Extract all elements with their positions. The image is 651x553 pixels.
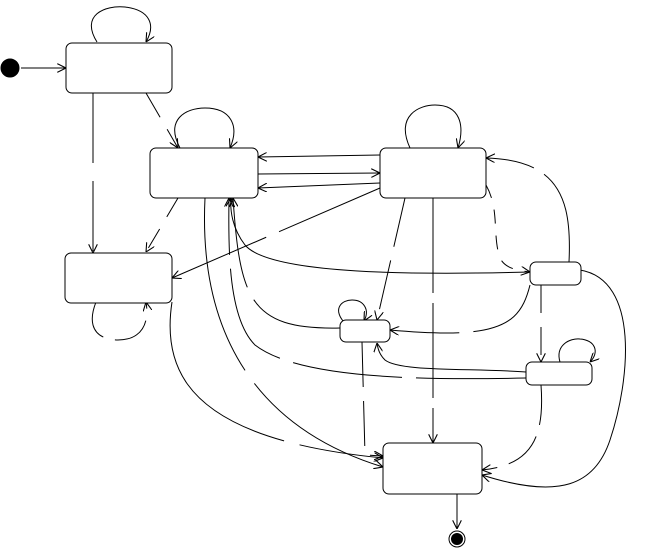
transition-s5-to-s2	[231, 198, 531, 274]
transition-s6-to-s2	[233, 198, 341, 329]
transition-s3-self-loop	[91, 302, 147, 341]
transition-s6-to-s8	[361, 341, 383, 456]
transition-s5-to-s6	[390, 284, 531, 333]
state-s7[interactable]	[525, 361, 593, 386]
initial-state	[0, 58, 20, 78]
state-s2[interactable]	[149, 147, 259, 199]
transition-s6-self-loop	[338, 299, 367, 321]
state-s3[interactable]	[64, 252, 173, 304]
transition-s2-to-s3	[146, 197, 179, 252]
transition-s2-self-loop	[174, 107, 234, 148]
state-s1[interactable]	[65, 42, 173, 94]
transition-s7-self-loop	[558, 338, 595, 362]
states	[64, 42, 593, 495]
transition-s4-self-loop	[404, 104, 461, 148]
final-state	[448, 530, 466, 548]
state-s5[interactable]	[529, 261, 582, 286]
transition-s2-to-s4	[257, 173, 380, 174]
transition-s4-to-s3	[172, 187, 381, 278]
state-s8[interactable]	[382, 442, 483, 495]
transition-s7-to-s2	[229, 198, 527, 380]
transition-s3-to-s8	[169, 301, 383, 458]
transition-s2-to-s8	[204, 197, 383, 467]
transition-s4-to-s6	[377, 197, 406, 320]
transition-s5-to-s4	[486, 158, 570, 263]
transition-s5-to-s8	[482, 269, 626, 488]
transition-s7-to-s8	[482, 384, 543, 470]
transitions	[21, 6, 626, 529]
transition-s4-to-s5	[485, 184, 530, 272]
transition-s7-to-s6	[377, 343, 527, 373]
state-s6[interactable]	[339, 319, 391, 343]
transition-s4-to-s2-top	[258, 155, 381, 157]
transition-s1-self-loop	[90, 6, 150, 42]
state-s4[interactable]	[379, 147, 487, 199]
transition-s4-to-s2-bottom	[258, 182, 381, 188]
transition-s1-to-s2	[145, 92, 178, 148]
